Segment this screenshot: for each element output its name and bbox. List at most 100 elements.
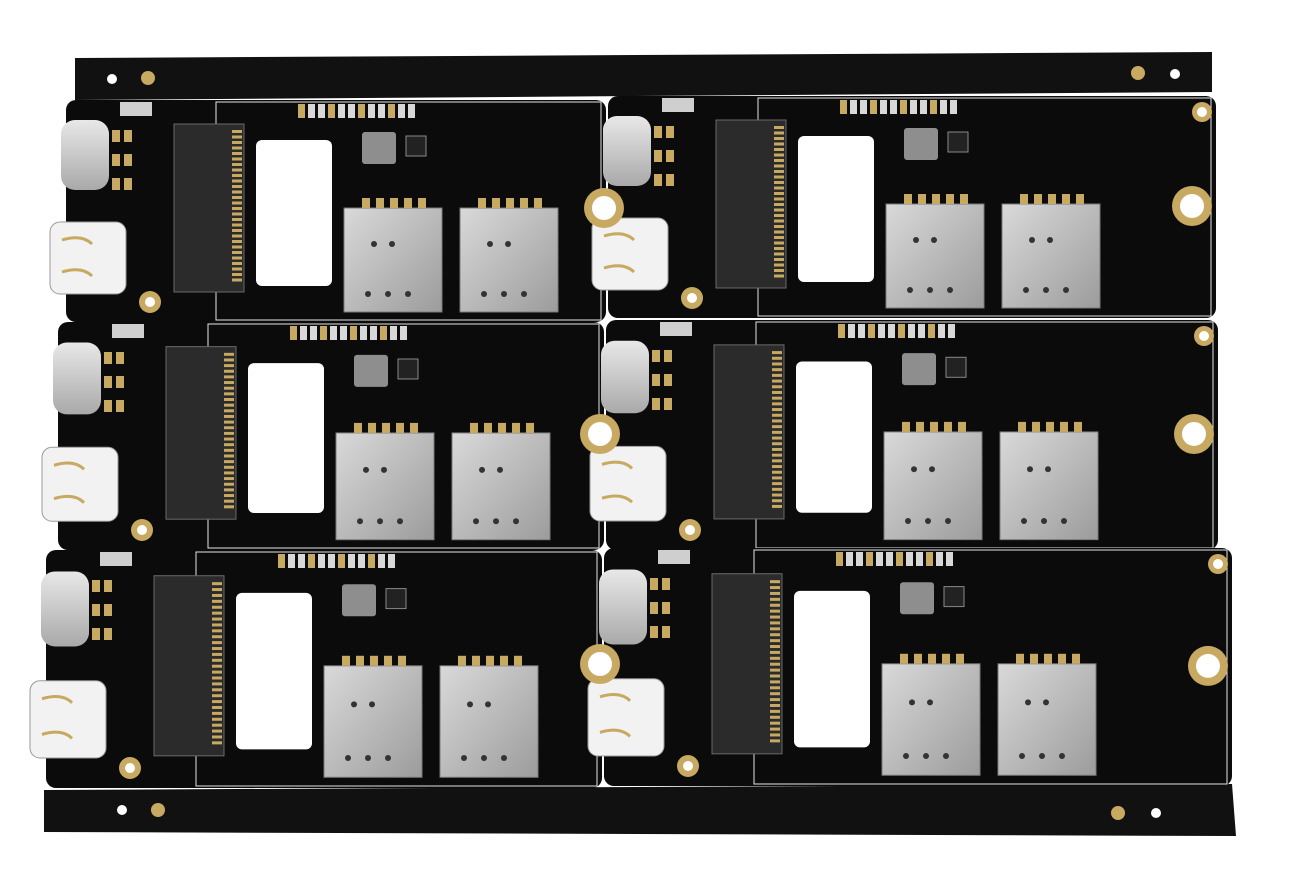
smd-passive: [92, 604, 100, 616]
sim-slot-rivet: [371, 241, 377, 247]
m2-pin: [224, 358, 234, 362]
mounting-hole-drill: [137, 525, 147, 535]
smd-passive: [650, 626, 658, 638]
pcb-board: [49, 100, 606, 322]
m2-pin: [212, 635, 222, 639]
mounting-hole-drill: [588, 652, 612, 676]
sim-pad: [354, 422, 362, 433]
smd-passive: [300, 326, 307, 340]
m2-pin: [772, 425, 782, 429]
sim-slot-rivet: [467, 701, 473, 708]
smd-passive: [870, 100, 877, 114]
sim-pad: [932, 194, 940, 204]
m2-pin: [224, 465, 234, 469]
ic-chip: [904, 128, 938, 160]
sim-slot-rivet: [945, 517, 951, 524]
m2-pin: [770, 656, 780, 660]
m2-pin: [770, 580, 780, 584]
smd-passive: [938, 324, 945, 338]
sim-pad: [930, 421, 938, 432]
m2-pin: [212, 652, 222, 656]
pcb-board: [589, 320, 1218, 550]
slide-switch: [658, 550, 690, 564]
smd-passive: [116, 376, 124, 388]
mounting-hole-drill: [125, 763, 135, 773]
sim-slot-rivet: [479, 466, 485, 473]
smd-passive: [360, 326, 367, 340]
mounting-hole-drill: [588, 422, 612, 446]
sim-pad: [918, 194, 926, 204]
smd-passive: [878, 324, 885, 338]
m2-pin: [774, 164, 784, 168]
m2-pin: [212, 735, 222, 739]
smd-passive: [116, 352, 124, 364]
m2-pin: [224, 369, 234, 373]
m2-pin: [224, 494, 234, 498]
m2-pin: [772, 396, 782, 400]
m2-pin: [772, 436, 782, 440]
m2-pin: [774, 159, 784, 162]
m2-pin: [774, 203, 784, 206]
m2-pin: [772, 419, 782, 423]
m2-pin: [212, 741, 222, 745]
sim-slot-rivet: [907, 287, 913, 293]
sim-slot-rivet: [1059, 752, 1065, 759]
smd-passive: [308, 104, 315, 118]
usb-c-contacts: [41, 695, 74, 740]
m2-pin: [212, 705, 222, 709]
sim-pad: [1048, 194, 1056, 204]
smd-passive: [92, 628, 100, 640]
mounting-hole-drill: [687, 293, 697, 303]
bottom-rail: [44, 784, 1236, 836]
m2-pin: [232, 196, 242, 199]
sim-slot-rivet: [1063, 287, 1069, 293]
m2-pin: [772, 402, 782, 406]
smd-passive: [666, 126, 674, 138]
sim-pad: [1076, 194, 1084, 204]
m2-pin: [212, 623, 222, 627]
smd-passive: [654, 174, 662, 186]
sim-slot-rivet: [481, 291, 487, 297]
m2-pin: [212, 723, 222, 727]
board-cutout: [798, 136, 874, 282]
m2-pin: [224, 443, 234, 447]
sim-slot-rivet: [461, 754, 467, 761]
sim-slot-rivet: [365, 754, 371, 761]
smd-passive: [880, 100, 887, 114]
m2-pin: [772, 470, 782, 474]
ic-chip: [362, 132, 396, 164]
smd-passive: [666, 174, 674, 186]
m2-pin: [224, 431, 234, 435]
m2-pin: [774, 131, 784, 135]
sim-slot-rivet: [397, 518, 403, 525]
ic-chip: [385, 588, 407, 610]
m2-pin: [232, 152, 242, 155]
sim-slot-rivet: [947, 287, 953, 293]
rail-fiducial: [151, 803, 165, 817]
smd-passive: [900, 100, 907, 114]
smd-passive: [328, 104, 335, 118]
usb-c-port: [41, 571, 89, 647]
sim-card-slot: [1001, 203, 1101, 309]
m2-pin: [212, 582, 222, 586]
sim-pad: [1072, 653, 1080, 664]
smd-passive: [664, 398, 672, 410]
sim-pad: [368, 422, 376, 433]
m2-pin: [232, 273, 242, 276]
m2-pin: [770, 674, 780, 678]
sim-pad: [418, 198, 426, 208]
smd-passive: [848, 324, 855, 338]
smd-passive: [328, 554, 335, 568]
smd-passive: [348, 104, 355, 118]
m2-pin: [232, 229, 242, 232]
smd-passive: [368, 104, 375, 118]
smd-passive: [654, 126, 662, 138]
sim-pad: [390, 198, 398, 208]
m2-pin: [232, 141, 242, 144]
m2-pin: [212, 711, 222, 715]
ic-chip: [397, 358, 419, 380]
mounting-hole-drill: [683, 761, 693, 771]
smd-passive: [908, 324, 915, 338]
smd-passive: [112, 178, 120, 190]
m2-pin: [770, 739, 780, 743]
